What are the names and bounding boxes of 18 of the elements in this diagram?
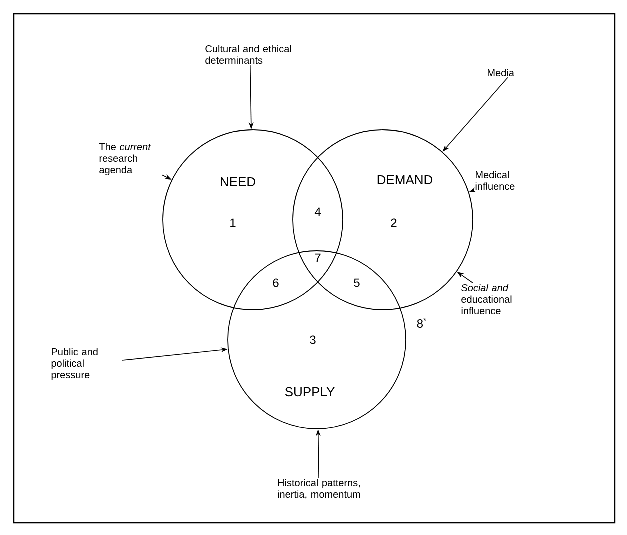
factor-label: Social and educational influence — [461, 284, 512, 315]
region-number: 7 — [315, 254, 321, 262]
factor-label: Cultural and ethical determinants — [206, 45, 292, 64]
region-number: 2 — [391, 218, 397, 228]
region-number: 1 — [230, 218, 236, 228]
factor-label: Public and political pressure — [52, 348, 98, 380]
circle-label: DEMAND — [378, 176, 433, 184]
factor-label: Historical patterns, inertia, momentum — [278, 479, 360, 500]
factor-label: Medical influence — [476, 171, 515, 190]
region-number: 4 — [314, 208, 321, 216]
circle-label: NEED — [221, 178, 256, 186]
factor-label: The current research agenda — [99, 143, 152, 176]
region-number: 6 — [273, 278, 279, 288]
factor-label: Media — [488, 69, 514, 77]
region-number: 3 — [310, 336, 316, 344]
circle-label: SUPPLY — [285, 387, 335, 397]
region-number: 5 — [354, 278, 360, 288]
region-number: 8$^{*}$ — [417, 318, 427, 328]
